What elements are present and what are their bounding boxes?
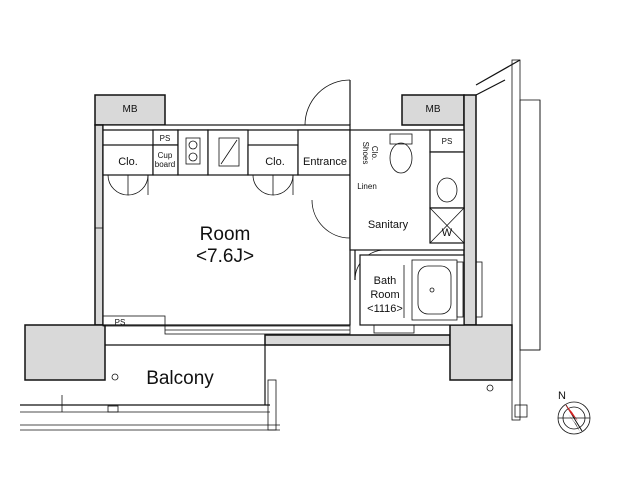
balcony-label: Balcony — [146, 368, 214, 389]
mb-right-label: MB — [426, 104, 441, 115]
bath-label-line1: Bath — [374, 275, 397, 287]
cupboard-label-line2: board — [155, 160, 175, 169]
ps-top-right-label: PS — [442, 137, 453, 146]
ps-bottom-label: PS — [115, 318, 126, 327]
entrance-label: Entrance — [303, 156, 347, 168]
bath-label-line2: Room — [370, 289, 399, 301]
washer-label: W — [442, 227, 453, 239]
compass-north-label: N — [558, 390, 566, 402]
closet-right-label: Clo. — [265, 156, 285, 168]
bath-label-line3: <1116> — [367, 303, 403, 315]
compass-icon — [557, 401, 591, 435]
bath-room — [359, 254, 483, 334]
linen-label: Linen — [357, 182, 377, 191]
closet-doors — [107, 174, 294, 196]
sanitary-area — [349, 129, 465, 281]
room-label: Room — [200, 224, 251, 245]
top-fixtures — [102, 129, 299, 176]
mb-left-label: MB — [123, 104, 138, 115]
ps-top-left-label: PS — [160, 134, 171, 143]
shoes-closet-label-line1: Shoes — [361, 142, 370, 165]
balcony-area — [20, 344, 494, 431]
sanitary-label: Sanitary — [368, 219, 409, 231]
cupboard-label-line1: Cup — [158, 151, 173, 160]
room-size-label: <7.6J> — [196, 246, 254, 267]
shoes-closet-label-line2: Clo. — [370, 146, 379, 160]
closet-left-label: Clo. — [118, 156, 138, 168]
windows — [95, 227, 351, 335]
